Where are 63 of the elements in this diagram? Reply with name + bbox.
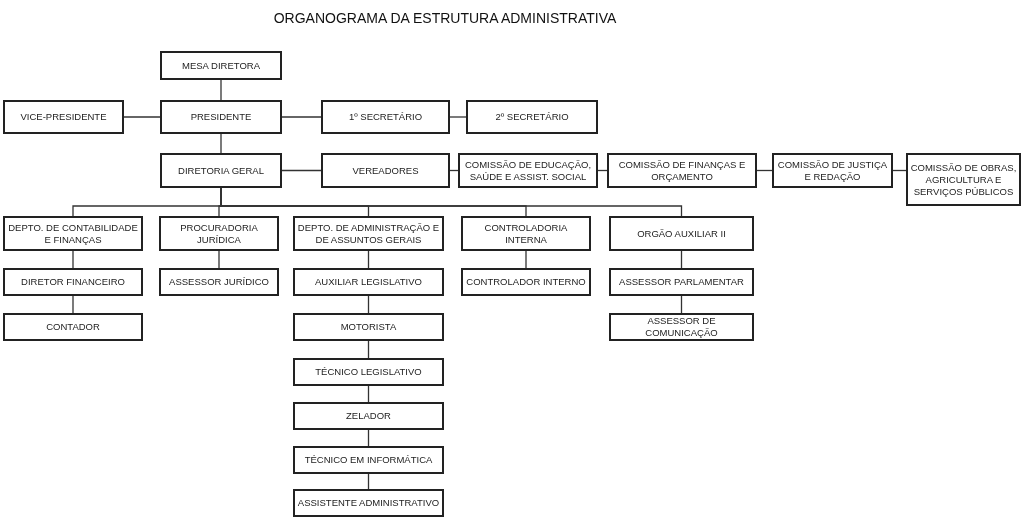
box-label: ORGÃO AUXILIAR II <box>636 227 727 240</box>
box-label: DIRETORIA GERAL <box>177 164 265 177</box>
connector-line <box>525 250 527 269</box>
box-label: CONTROLADORIA INTERNA <box>483 221 569 246</box>
org-box <box>461 216 591 251</box>
box-label: COMISSÃO DE FINANÇAS E ORÇAMENTO <box>617 158 747 183</box>
box-label: VICE-PRESIDENTE <box>19 111 108 123</box>
org-box <box>321 100 450 134</box>
org-box <box>160 51 282 80</box>
org-box <box>293 446 444 474</box>
box-label: CONTADOR <box>45 321 101 333</box>
connector-line <box>449 116 467 118</box>
org-box <box>3 268 143 296</box>
org-box <box>3 100 124 134</box>
box-label: AUXILIAR LEGISLATIVO <box>314 276 423 288</box>
box-label: 2º SECRETÁRIO <box>494 111 570 123</box>
box-label: ASSESSOR JURÍDICO <box>168 276 270 288</box>
connector-line <box>220 133 222 154</box>
box-label: DIRETOR FINANCEIRO <box>20 276 126 288</box>
org-box <box>160 153 282 188</box>
box-label: TÉCNICO LEGISLATIVO <box>314 366 423 378</box>
org-box <box>461 268 591 296</box>
box-label: COMISSÃO DE JUSTIÇA E REDAÇÃO <box>776 158 889 183</box>
connector-line <box>72 250 74 269</box>
box-label: MOTORISTA <box>339 321 398 333</box>
connector-line <box>281 116 322 118</box>
connector-line <box>281 169 322 172</box>
org-box <box>293 402 444 430</box>
org-box <box>3 313 143 341</box>
connector-line <box>72 295 74 314</box>
box-label: 1º SECRETÁRIO <box>347 111 424 123</box>
org-box <box>609 313 754 341</box>
org-box <box>159 216 279 251</box>
box-label: PROCURADORIA JURÍDICA <box>179 221 259 246</box>
box-label: DEPTO. DE CONTABILIDADE E FINANÇAS <box>7 221 139 246</box>
chart-title: ORGANOGRAMA DA ESTRUTURA ADMINISTRATIVA <box>273 10 617 26</box>
org-box <box>293 268 444 296</box>
box-label: ASSESSOR PARLAMENTAR <box>618 276 745 288</box>
box-label: VEREADORES <box>351 164 420 177</box>
box-label: TÉCNICO EM INFORMÁTICA <box>303 454 434 466</box>
box-label: CONTROLADOR INTERNO <box>465 276 587 288</box>
connector-line <box>218 250 220 269</box>
org-box <box>466 100 598 134</box>
org-box <box>607 153 757 188</box>
org-box <box>293 358 444 386</box>
org-box <box>293 489 444 517</box>
org-box <box>906 153 1021 206</box>
box-label: COMISSÃO DE OBRAS, AGRICULTURA E SERVIÇOS PÚBLICOS <box>909 161 1018 198</box>
org-box <box>293 313 444 341</box>
box-label: COMISSÃO DE EDUCAÇÃO, SAÚDE E ASSIST. SOCIAL <box>463 158 593 183</box>
org-box <box>321 153 450 188</box>
box-label: ASSESSOR DE COMUNICAÇÃO <box>644 315 719 339</box>
org-box <box>160 100 282 134</box>
org-box <box>609 216 754 251</box>
box-label: MESA DIRETORA <box>181 59 261 72</box>
box-label: PRESIDENTE <box>189 111 253 123</box>
org-box <box>609 268 754 296</box>
org-box <box>159 268 279 296</box>
box-label: DEPTO. DE ADMINISTRAÇÃO E DE ASSUNTOS GERAIS <box>296 221 441 246</box>
box-label: ZELADOR <box>345 410 392 422</box>
connector-line <box>123 116 161 118</box>
connector-line <box>220 79 222 101</box>
box-label: ASSISTENTE ADMINISTRATIVO <box>296 497 441 509</box>
